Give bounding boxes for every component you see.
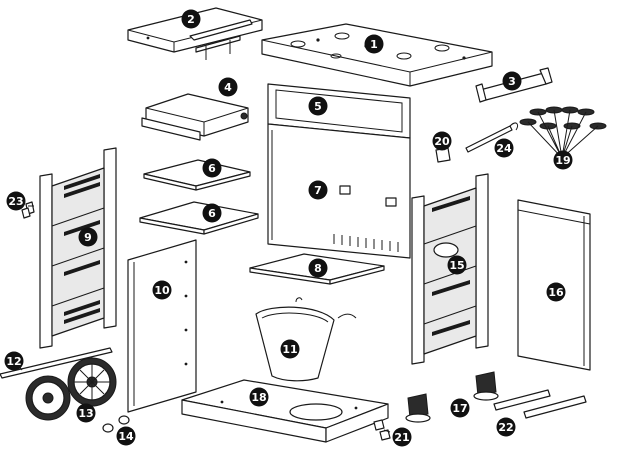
part-number-label: 8 — [314, 262, 322, 275]
badge-circle — [308, 180, 328, 200]
badge-circle — [308, 96, 328, 116]
badge-circle — [432, 131, 452, 151]
part-number-label: 2 — [187, 13, 195, 26]
badge-circle — [280, 339, 300, 359]
badge-circle — [494, 138, 514, 158]
part-badge-18: 18 — [249, 387, 269, 407]
part-top-panel — [261, 23, 493, 87]
part-badge-3: 3 — [502, 71, 522, 91]
badge-circle — [202, 203, 222, 223]
part-number-label: 6 — [208, 162, 216, 175]
part-number-label: 11 — [282, 343, 297, 356]
part-number-label: 23 — [8, 195, 23, 208]
part-number-label: 20 — [434, 135, 450, 148]
part-number-label: 3 — [508, 75, 516, 88]
part-casters — [405, 371, 499, 423]
part-badge-10: 10 — [152, 280, 172, 300]
part-number-label: 22 — [498, 421, 513, 434]
part-number-label: 21 — [394, 431, 409, 444]
part-grease-bucket — [255, 297, 357, 382]
part-badge-16: 16 — [546, 282, 566, 302]
badge-circle — [392, 427, 412, 447]
part-badge-6: 6 — [202, 203, 222, 223]
part-number-label: 17 — [452, 402, 467, 415]
part-badge-4: 4 — [218, 77, 238, 97]
part-number-label: 24 — [496, 142, 512, 155]
badge-circle — [181, 9, 201, 29]
part-number-label: 5 — [314, 100, 322, 113]
part-knobs — [519, 106, 607, 159]
part-number-label: 19 — [555, 154, 570, 167]
part-washers — [102, 415, 130, 433]
badge-circle — [364, 34, 384, 54]
part-badge-9: 9 — [78, 227, 98, 247]
part-number-label: 13 — [78, 407, 93, 420]
part-badge-7: 7 — [308, 180, 328, 200]
badge-circle — [450, 398, 470, 418]
badge-circle — [496, 417, 516, 437]
part-badge-19: 19 — [553, 150, 573, 170]
part-number-label: 6 — [208, 207, 216, 220]
part-drawer — [141, 93, 249, 141]
badge-circle — [502, 71, 522, 91]
part-badge-13: 13 — [76, 403, 96, 423]
part-hook-rod — [465, 122, 519, 153]
part-shelf-lower — [139, 201, 259, 235]
part-number-label: 9 — [84, 231, 92, 244]
part-badge-20: 20 — [432, 131, 452, 151]
badge-circle — [78, 227, 98, 247]
badge-circle — [249, 387, 269, 407]
part-badge-5: 5 — [308, 96, 328, 116]
badge-circle — [546, 282, 566, 302]
part-badge-6: 6 — [202, 158, 222, 178]
part-side-shelf — [127, 7, 263, 60]
part-badge-21: 21 — [392, 427, 412, 447]
part-badge-12: 12 — [4, 351, 24, 371]
part-left-side-frame — [39, 147, 117, 349]
badge-circle — [308, 258, 328, 278]
part-bottom-base — [181, 379, 389, 443]
part-number-label: 7 — [314, 184, 322, 197]
part-shelf-upper — [143, 159, 251, 191]
part-clips — [21, 201, 35, 219]
part-wheels — [25, 357, 117, 421]
part-brackets — [373, 419, 391, 441]
part-badge-22: 22 — [496, 417, 516, 437]
part-number-label: 1 — [370, 38, 378, 51]
part-number-label: 18 — [251, 391, 266, 404]
badge-circle — [553, 150, 573, 170]
part-number-label: 4 — [224, 81, 232, 94]
part-number-label: 15 — [449, 259, 464, 272]
part-number-label: 16 — [548, 286, 564, 299]
badge-circle — [4, 351, 24, 371]
part-badge-23: 23 — [6, 191, 26, 211]
part-axle — [0, 347, 113, 379]
badge-circle — [76, 403, 96, 423]
part-badge-24: 24 — [494, 138, 514, 158]
part-badge-8: 8 — [308, 258, 328, 278]
part-badge-15: 15 — [447, 255, 467, 275]
badge-circle — [6, 191, 26, 211]
part-number-label: 14 — [118, 430, 134, 443]
part-badge-17: 17 — [450, 398, 470, 418]
part-badge-14: 14 — [116, 426, 136, 446]
part-number-label: 10 — [154, 284, 170, 297]
part-number-label: 12 — [6, 355, 21, 368]
badge-circle — [447, 255, 467, 275]
part-badge-2: 2 — [181, 9, 201, 29]
badge-circle — [218, 77, 238, 97]
part-badge-1: 1 — [364, 34, 384, 54]
part-rails — [493, 389, 587, 419]
badge-circle — [202, 158, 222, 178]
part-back-panel — [267, 123, 411, 259]
badge-circle — [152, 280, 172, 300]
badge-circle — [116, 426, 136, 446]
part-badge-11: 11 — [280, 339, 300, 359]
part-left-door — [127, 239, 197, 413]
